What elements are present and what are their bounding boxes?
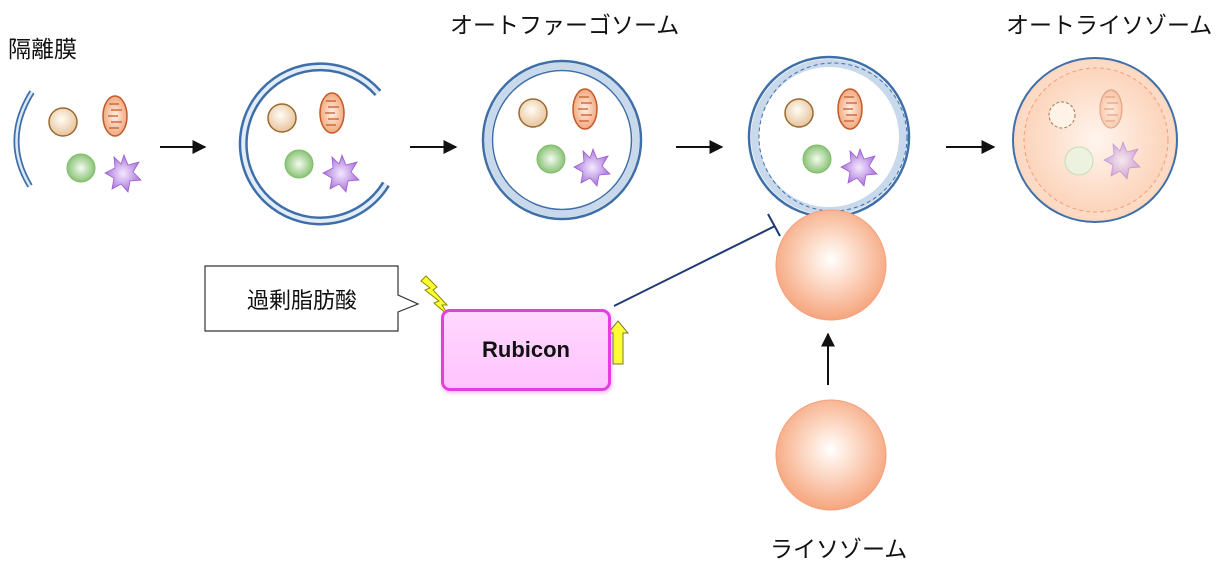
stage-isolation-membrane bbox=[13, 90, 142, 193]
mitochondrion-icon bbox=[102, 95, 128, 137]
fusing-autophagosome bbox=[747, 55, 911, 219]
tan-vesicle-icon bbox=[518, 98, 548, 128]
isolation-membrane-label: 隔離膜 bbox=[8, 37, 77, 63]
lysosome bbox=[775, 399, 887, 511]
stage-autolysosome bbox=[1012, 57, 1178, 223]
inhibition-bar bbox=[767, 213, 781, 237]
rubicon-label: Rubicon bbox=[482, 337, 570, 362]
purple-star-icon bbox=[573, 147, 611, 187]
tan-vesicle-icon bbox=[267, 103, 297, 133]
green-vesicle-icon bbox=[66, 153, 96, 183]
lightning-icon bbox=[420, 275, 450, 317]
degraded-star-icon bbox=[1103, 140, 1141, 180]
rubicon-box: Rubicon bbox=[441, 309, 611, 391]
degraded-mitochondrion-icon bbox=[1099, 89, 1123, 129]
mitochondrion-icon bbox=[319, 92, 345, 134]
purple-star-icon bbox=[322, 153, 360, 193]
purple-star-icon bbox=[104, 153, 142, 193]
mitochondrion-icon bbox=[837, 88, 863, 130]
rubicon-inhibition-line bbox=[613, 225, 776, 307]
mitochondrion-icon bbox=[572, 88, 598, 130]
purple-star-icon bbox=[840, 147, 878, 187]
green-vesicle-icon bbox=[536, 144, 566, 174]
autolysosome-label: オートライソゾーム bbox=[1006, 13, 1213, 39]
excess-fatty-acid-callout: 過剰脂肪酸 bbox=[246, 289, 357, 314]
tan-vesicle-icon bbox=[48, 107, 78, 137]
stage-expanding-membrane bbox=[238, 62, 390, 226]
tan-vesicle-icon bbox=[784, 98, 814, 128]
callout-shape bbox=[204, 265, 420, 332]
degraded-green-vesicle-icon bbox=[1064, 146, 1094, 176]
stage-fusion bbox=[747, 55, 911, 321]
green-vesicle-icon bbox=[802, 144, 832, 174]
degraded-vesicle-icon bbox=[1048, 101, 1076, 129]
lysosome-label: ライソゾーム bbox=[770, 537, 908, 563]
green-vesicle-icon bbox=[284, 149, 314, 179]
stage-autophagosome bbox=[481, 59, 643, 221]
fusing-lysosome bbox=[775, 209, 887, 321]
up-arrow-icon bbox=[606, 320, 630, 365]
autophagosome-label: オートファーゴソーム bbox=[450, 13, 680, 39]
